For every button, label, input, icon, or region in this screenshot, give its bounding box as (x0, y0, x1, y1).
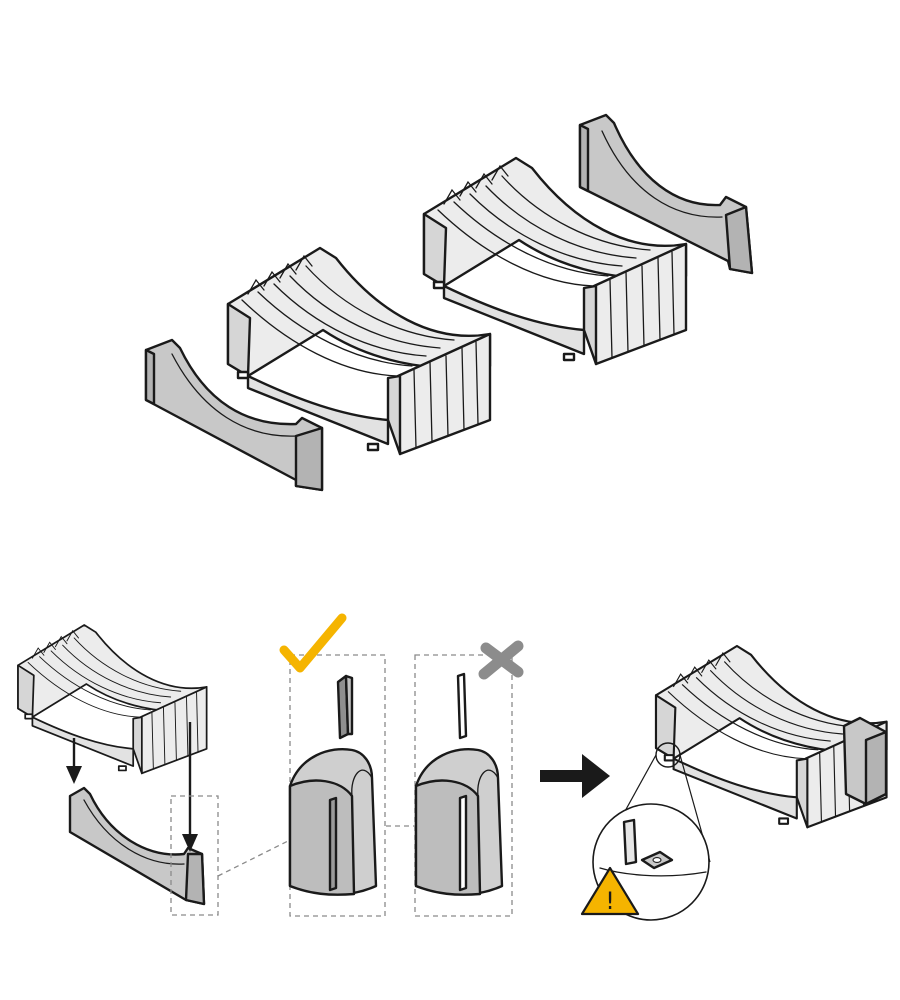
insert-strip-correct (336, 674, 354, 740)
warning-symbol: ! (605, 887, 615, 915)
cross-icon (478, 640, 524, 680)
down-arrow-icon (182, 722, 198, 852)
exploded-view (144, 113, 754, 492)
arrow-right-icon (540, 754, 610, 798)
back-end-cap (578, 113, 754, 275)
correct-panel (289, 654, 386, 917)
warning-icon: ! (580, 866, 640, 916)
check-icon (279, 613, 347, 673)
detail-frame (170, 795, 219, 916)
small-cradle-block (17, 624, 208, 775)
small-end-cap (68, 786, 206, 906)
down-arrow-icon (66, 738, 82, 784)
assembled-end-cap (842, 716, 888, 806)
insert-strip-incorrect (456, 672, 468, 740)
assembly-step: ! (17, 613, 888, 921)
